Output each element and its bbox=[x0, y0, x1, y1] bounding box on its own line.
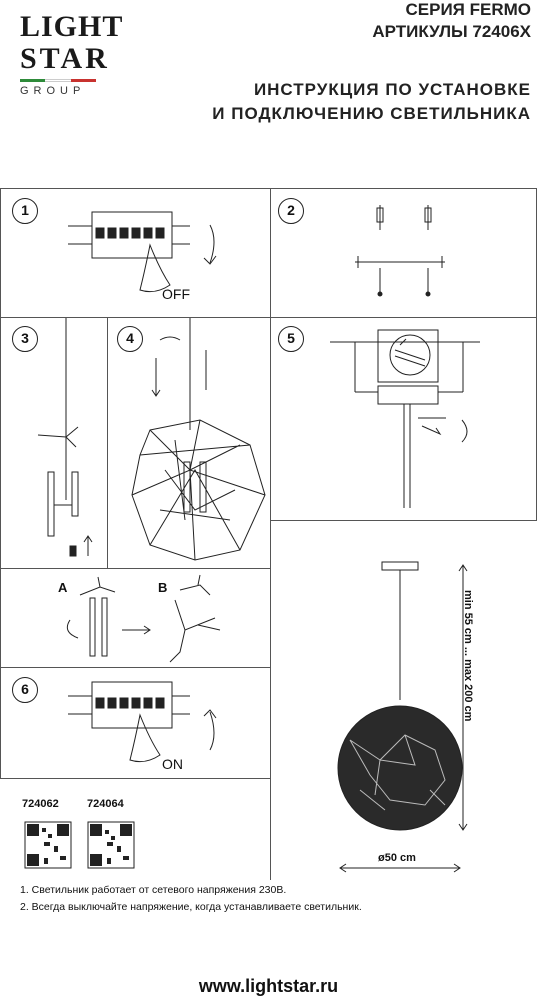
label-a: A bbox=[58, 580, 68, 595]
step-number-3: 3 bbox=[12, 326, 38, 352]
article-1: 724062 bbox=[22, 798, 59, 810]
articles-title: АРТИКУЛЫ 72406X bbox=[372, 22, 531, 41]
website-link[interactable]: www.lightstar.ru bbox=[198, 976, 339, 996]
panel-step-4 bbox=[107, 317, 271, 569]
label-b: B bbox=[158, 580, 168, 595]
off-label: OFF bbox=[162, 286, 190, 302]
series-title: СЕРИЯ FERMO bbox=[405, 0, 532, 19]
logo-line1: LIGHT bbox=[20, 10, 124, 43]
step-number-2: 2 bbox=[278, 198, 304, 224]
logo-flag bbox=[20, 79, 96, 82]
panel-step-1 bbox=[0, 188, 271, 318]
height-dimension: min 55 cm ... max 200 cm bbox=[462, 590, 474, 722]
panel-step-2 bbox=[270, 188, 537, 318]
instruction-title-1: ИНСТРУКЦИЯ ПО УСТАНОВКЕ bbox=[253, 80, 531, 99]
instruction-title-2: И ПОДКЛЮЧЕНИЮ СВЕТИЛЬНИКА bbox=[212, 104, 531, 123]
qr-code-icon-2 bbox=[87, 821, 135, 869]
logo-line2: STAR bbox=[20, 42, 110, 75]
note-1: 1. Светильник работает от сетевого напря… bbox=[20, 884, 287, 896]
logo-line3: GROUP bbox=[20, 85, 86, 97]
panel-step-6 bbox=[0, 667, 271, 779]
on-label: ON bbox=[162, 756, 183, 772]
step-number-5: 5 bbox=[278, 326, 304, 352]
panel-step-5 bbox=[270, 317, 537, 521]
article-2: 724064 bbox=[87, 798, 124, 810]
diameter-dimension: ø50 cm bbox=[378, 852, 416, 864]
step-number-4: 4 bbox=[117, 326, 143, 352]
panel-dimensions bbox=[270, 520, 537, 880]
step-number-6: 6 bbox=[12, 677, 38, 703]
panel-step-3 bbox=[0, 317, 108, 569]
note-2: 2. Всегда выключайте напряжение, когда у… bbox=[20, 901, 362, 913]
panel-step-ab bbox=[0, 568, 271, 668]
qr-code-icon-1 bbox=[24, 821, 72, 869]
step-number-1: 1 bbox=[12, 198, 38, 224]
